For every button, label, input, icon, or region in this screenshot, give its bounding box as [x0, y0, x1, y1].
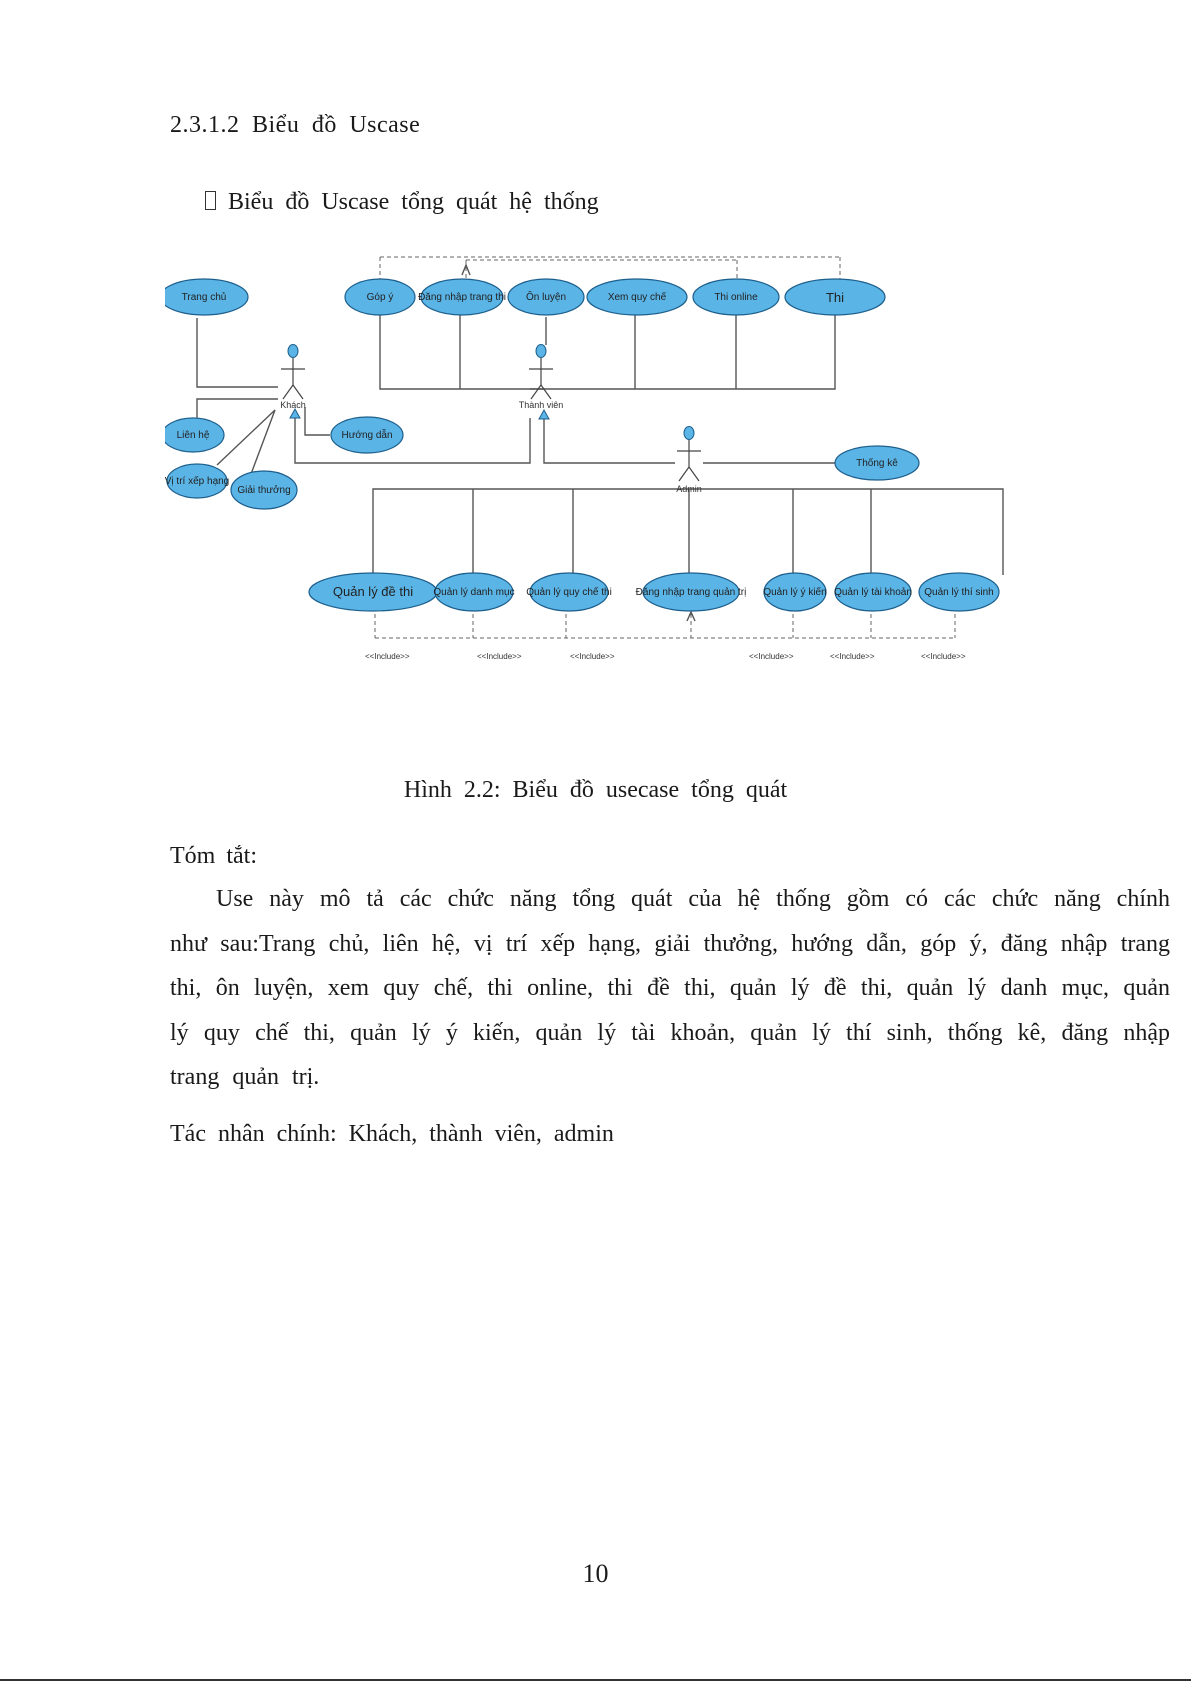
usecase-login-admin: Đăng nhập trang quản trị: [636, 572, 747, 612]
usecase-manage-exam: Quản lý đề thi: [308, 572, 438, 612]
usecase-manage-category: Quản lý danh mục: [433, 572, 515, 612]
section-heading: 2.3.1.2 Biểu đồ Uscase: [170, 112, 421, 138]
usecase-rules: Xem quy chế: [586, 278, 688, 316]
usecase-login-exam: Đăng nhập trang thi: [418, 278, 506, 316]
bottom-include-lines: [374, 607, 956, 639]
summary-label: Tóm tắt:: [170, 843, 257, 869]
svg-text:Giải thưởng: Giải thưởng: [237, 484, 290, 496]
usecase-ranking: Vị trí xếp hạng: [165, 463, 229, 499]
svg-text:Quản lý danh mục: Quản lý danh mục: [433, 587, 514, 598]
top-include-lines: [379, 256, 841, 282]
bullet-item: Biểu đồ Uscase tổng quát hệ thống: [205, 189, 599, 216]
include-label: <<Include>>: [830, 652, 875, 661]
svg-text:Quản lý ý kiến: Quản lý ý kiến: [763, 586, 826, 598]
svg-text:Xem quy chế: Xem quy chế: [608, 291, 667, 303]
usecase-manage-candidate: Quản lý thí sinh: [918, 572, 1000, 612]
include-label: <<Include>>: [570, 652, 615, 661]
actor-guest: Khách: [280, 344, 306, 410]
svg-text:Quản lý quy chế thi: Quản lý quy chế thi: [526, 586, 612, 598]
summary-paragraph: Use này mô tả các chức năng tổng quát củ…: [170, 886, 1170, 1090]
actor-member: Thành viên: [519, 344, 564, 410]
svg-text:Thi: Thi: [826, 290, 844, 305]
usecase-prize: Giải thưởng: [230, 470, 298, 510]
actor-member-label: Thành viên: [519, 400, 564, 410]
bullet-text: Biểu đồ Uscase tổng quát hệ thống: [228, 189, 599, 215]
svg-text:Góp ý: Góp ý: [367, 292, 394, 303]
svg-text:Ôn luyện: Ôn luyện: [526, 290, 566, 303]
usecase-exam: Thi: [784, 278, 886, 316]
svg-text:Vị trí xếp hạng: Vị trí xếp hạng: [165, 475, 229, 487]
footer-rule: [0, 1679, 1191, 1681]
svg-text:Thi online: Thi online: [714, 292, 758, 303]
svg-text:Liên hệ: Liên hệ: [177, 430, 210, 441]
svg-text:Thống kê: Thống kê: [856, 457, 898, 469]
include-label: <<Include>>: [477, 652, 522, 661]
association-lines: [196, 315, 1004, 577]
include-label: <<Include>>: [365, 652, 410, 661]
svg-text:Quản lý đề thi: Quản lý đề thi: [333, 584, 413, 599]
usecase-manage-rules: Quản lý quy chế thi: [526, 572, 612, 612]
usecase-diagram: .ln { stroke:#555; stroke-width:1.4; fil…: [165, 256, 1004, 661]
include-label: <<Include>>: [749, 652, 794, 661]
page-number: 10: [582, 1559, 609, 1588]
svg-text:Đăng nhập trang thi: Đăng nhập trang thi: [418, 292, 506, 303]
main-actors-line: Tác nhân chính: Khách, thành viên, admin: [170, 1121, 614, 1147]
svg-text:Hướng dẫn: Hướng dẫn: [341, 428, 392, 441]
usecase-stats: Thống kê: [834, 445, 920, 481]
svg-text:Quản lý thí sinh: Quản lý thí sinh: [924, 587, 993, 598]
svg-text:Quản lý tài khoản: Quản lý tài khoản: [834, 587, 912, 598]
actor-admin: Admin: [676, 426, 702, 494]
usecase-home: Trang chủ: [165, 278, 249, 316]
actor-guest-label: Khách: [280, 400, 306, 410]
svg-text:Đăng nhập trang quản trị: Đăng nhập trang quản trị: [636, 587, 747, 598]
usecase-manage-account: Quản lý tài khoản: [834, 572, 912, 612]
figure-caption: Hình 2.2: Biểu đồ usecase tổng quát: [403, 777, 788, 803]
usecase-practice: Ôn luyện: [507, 278, 585, 316]
bullet-box-icon: [205, 191, 216, 210]
usecase-contact: Liên hệ: [165, 417, 225, 453]
usecase-feedback: Góp ý: [344, 278, 416, 316]
usecase-manage-feedback: Quản lý ý kiến: [763, 572, 827, 612]
actor-admin-label: Admin: [676, 484, 702, 494]
include-label: <<Include>>: [921, 652, 966, 661]
svg-text:Trang chủ: Trang chủ: [182, 291, 227, 303]
usecase-online-exam: Thi online: [692, 278, 780, 316]
usecase-guide: Hướng dẫn: [330, 416, 404, 454]
